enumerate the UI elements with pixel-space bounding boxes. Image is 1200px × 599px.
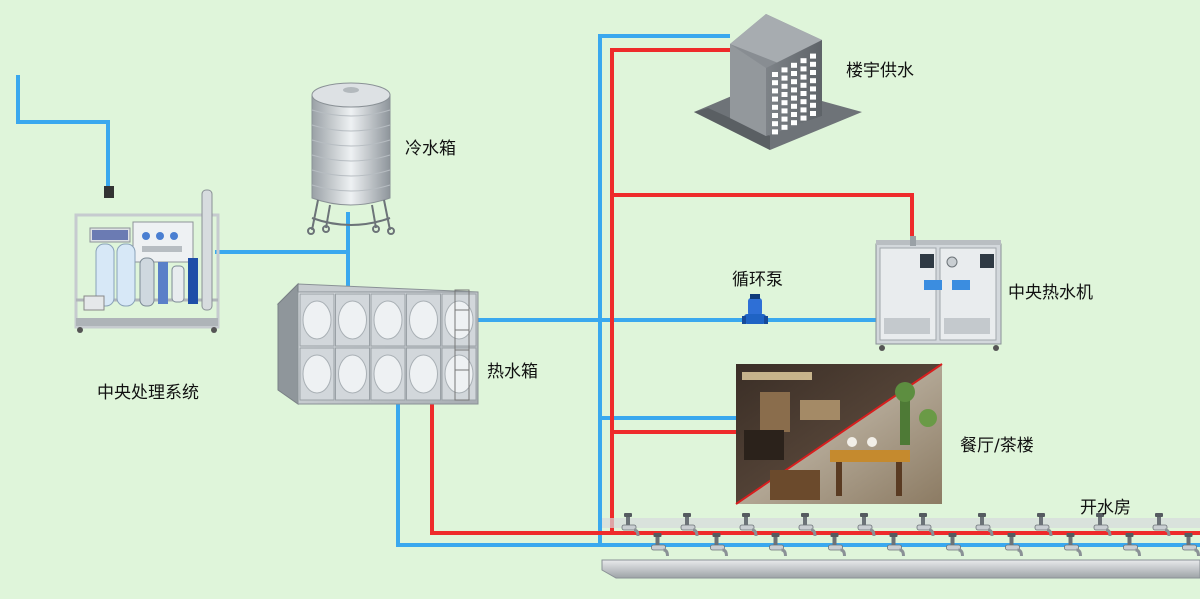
building-window [791, 79, 797, 85]
building-window [772, 96, 778, 102]
building-window [781, 124, 788, 130]
building-window [791, 120, 797, 126]
hot-tank-bottom-pipe [396, 398, 1200, 547]
building-window [791, 87, 797, 93]
building-supply-label: 楼宇供水 [846, 61, 914, 81]
building-window [772, 121, 778, 127]
building-cold-riser [598, 34, 730, 320]
central-water-heater [875, 236, 1002, 351]
building-window [772, 104, 778, 110]
building-window [791, 112, 797, 117]
treatment-system-unit [74, 186, 220, 333]
tank-panel-boss [302, 300, 332, 340]
building-window [772, 113, 778, 118]
cold-water-pipes [16, 34, 1200, 547]
restaurant-label: 餐厅/茶楼 [960, 436, 1034, 456]
building-window [810, 111, 816, 116]
tank-panel-boss [444, 354, 474, 394]
treatment-system-label: 中央处理系统 [97, 383, 199, 403]
hot-water-pipes [430, 48, 1200, 535]
building-window [810, 102, 816, 108]
building-window [800, 82, 807, 88]
building-window [781, 100, 788, 106]
tank-panel-boss [338, 300, 367, 340]
building-window [800, 91, 807, 96]
building-window [800, 99, 807, 105]
building-window [781, 116, 788, 122]
tank-panel-boss [302, 354, 332, 394]
building-window [772, 80, 778, 86]
pump-label: 循环泵 [732, 270, 783, 290]
inlet-pipe [16, 75, 110, 196]
building-window [791, 62, 797, 68]
building-window [791, 103, 797, 109]
building-window [772, 129, 778, 135]
cold-tank-label: 冷水箱 [405, 139, 456, 159]
tank-panel-boss [409, 300, 438, 340]
building-window [791, 71, 797, 76]
building-window [781, 92, 788, 97]
building-window [810, 86, 816, 92]
building-windows [772, 53, 816, 135]
cold-water-tank [307, 82, 395, 235]
central-heater-label: 中央热水机 [1008, 283, 1093, 303]
building-window [810, 94, 816, 100]
building-window [800, 107, 807, 113]
building-window [772, 88, 778, 94]
building-window [781, 67, 788, 73]
building-hot-riser [610, 48, 732, 533]
building-window [810, 70, 816, 75]
building-window [781, 83, 788, 89]
circulation-pump [742, 294, 768, 324]
building-window [791, 95, 797, 101]
building-icon [694, 14, 862, 150]
tank-panel-boss [373, 300, 403, 340]
building-window [781, 108, 788, 114]
building-window [810, 53, 816, 59]
building-window [810, 78, 816, 84]
building-window [800, 74, 807, 80]
hot-tank-label: 热水箱 [487, 362, 538, 382]
tank-panel-boss [409, 354, 438, 394]
building-window [772, 72, 778, 77]
boiling-room-label: 开水房 [1080, 498, 1131, 518]
hot-water-tank [276, 282, 479, 405]
boiling-water-trough [601, 518, 1200, 579]
tank-panels [299, 293, 477, 401]
building-window [810, 61, 816, 67]
building-window [781, 75, 788, 81]
building-window [800, 115, 807, 121]
heater-hot-branch [612, 193, 914, 244]
tank-panel-boss [373, 354, 403, 394]
tank-panel-boss [338, 354, 367, 394]
building-window [800, 66, 807, 72]
hot-tank-return-pipe [430, 392, 1200, 535]
restaurant-teahouse-image [735, 363, 943, 505]
building-window [800, 58, 807, 64]
